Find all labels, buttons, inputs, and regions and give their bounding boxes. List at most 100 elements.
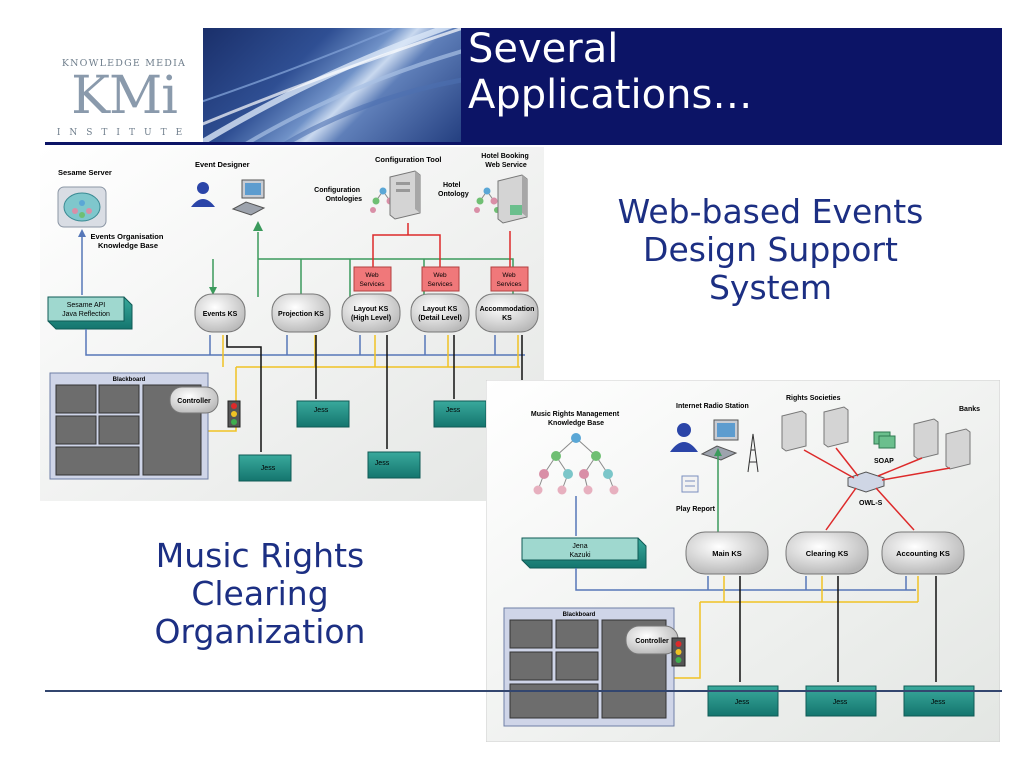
ks-main: Main KS — [685, 531, 769, 575]
blue-bus — [85, 329, 525, 356]
jess-box-3: Jess — [367, 451, 421, 479]
jess-box-2: Jess — [296, 400, 350, 428]
blue-bus — [575, 568, 916, 591]
svg-text:Jess: Jess — [931, 699, 946, 706]
server-icons — [781, 406, 971, 470]
traffic-light-icon — [227, 400, 241, 428]
configuration-server-icon — [389, 170, 421, 220]
title-line-1: Several — [468, 26, 619, 72]
sesame-database-icon — [57, 186, 107, 228]
green-arrowheads — [209, 221, 263, 295]
ks-layout-detail: Layout KS(Detail Level) — [410, 293, 470, 333]
hotel-ontology-label: Hotel Ontology — [438, 182, 469, 198]
events-controller: Controller — [169, 386, 219, 414]
header-decorative-image — [203, 28, 461, 142]
svg-text:Blackboard: Blackboard — [563, 612, 596, 618]
svg-text:Accounting KS: Accounting KS — [896, 549, 950, 558]
header-rule — [45, 142, 1002, 145]
svg-text:Jess: Jess — [446, 407, 461, 414]
events-design-diagram: Sesame Server Events Organisation Knowle… — [40, 147, 544, 501]
yellow-bus — [197, 335, 520, 432]
music-rights-diagram: Music Rights Management Knowledge Base I… — [486, 380, 1000, 742]
ks-clearing: Clearing KS — [785, 531, 869, 575]
play-report-label: Play Report — [676, 506, 716, 513]
hotel-booking-server-icon — [497, 174, 528, 224]
svg-text:Controller: Controller — [635, 638, 669, 645]
radio-tower-icon — [747, 433, 759, 473]
ks-projection: Projection KS — [271, 293, 331, 333]
owls-label: OWL-S — [859, 500, 883, 507]
music-blackboard: Blackboard — [503, 607, 675, 727]
router-icon — [847, 471, 885, 493]
music-kb-label: Music Rights Management Knowledge Base — [531, 411, 621, 427]
soap-label: SOAP — [874, 458, 894, 465]
title-banner — [461, 28, 1002, 142]
sesame-server-label: Sesame Server — [58, 168, 112, 177]
svg-text:Layout KS(Detail Level): Layout KS(Detail Level) — [418, 306, 462, 322]
svg-text:Jess: Jess — [261, 465, 276, 472]
event-designer-label: Event Designer — [195, 160, 250, 169]
svg-text:Projection KS: Projection KS — [278, 311, 324, 318]
svg-text:Main KS: Main KS — [712, 549, 742, 558]
logo-mark: KMi — [71, 66, 178, 126]
slide-header: KNOWLEDGE MEDIA KMi INSTITUTE Several Ap… — [0, 0, 1024, 145]
svg-text:Jess: Jess — [314, 407, 329, 414]
ks-layout-high: Layout KS(High Level) — [341, 293, 401, 333]
configuration-ontologies-label: Configuration Ontologies — [314, 187, 362, 203]
svg-text:Jess: Jess — [833, 699, 848, 706]
svg-text:Blackboard: Blackboard — [113, 377, 146, 383]
svg-text:Controller: Controller — [177, 398, 211, 405]
title-line-2: Applications… — [468, 72, 753, 118]
svg-text:Layout KS(High Level): Layout KS(High Level) — [351, 306, 391, 322]
page-title: Several Applications… — [468, 26, 988, 118]
ks-accounting: Accounting KS — [881, 531, 965, 575]
configuration-tool-label: Configuration Tool — [375, 155, 442, 164]
logo-bottom-text: INSTITUTE — [56, 128, 192, 138]
hotel-booking-label: Hotel Booking Web Service — [481, 153, 530, 169]
ks-events: Events KS — [194, 293, 246, 333]
radio-station-label: Internet Radio Station — [676, 403, 749, 410]
jess-box-1: Jess — [238, 454, 292, 482]
music-ontology-tree-icon — [533, 433, 619, 495]
music-controller: Controller — [625, 625, 679, 655]
svg-text:Events KS: Events KS — [203, 311, 238, 318]
user-icon — [670, 423, 698, 452]
jess-connectors — [739, 576, 937, 682]
traffic-light-icon — [671, 637, 686, 667]
play-report-icon — [681, 475, 699, 493]
kmi-logo: KNOWLEDGE MEDIA KMi INSTITUTE — [45, 28, 203, 142]
svg-text:Jess: Jess — [735, 699, 750, 706]
svg-text:Jess: Jess — [375, 460, 390, 467]
red-connectors — [803, 447, 951, 531]
computer-icon — [231, 179, 266, 216]
user-icon — [191, 182, 215, 207]
music-caption: Music Rights Clearing Organization — [120, 537, 400, 651]
music-caption-line: Organization — [154, 612, 366, 651]
jess-connectors — [226, 335, 523, 452]
events-caption-line: System — [708, 268, 833, 307]
yellow-bus — [671, 576, 919, 679]
soap-message-icon — [873, 431, 896, 449]
arrowhead — [78, 229, 86, 237]
music-caption-line: Clearing — [191, 574, 329, 613]
red-connectors — [372, 223, 511, 267]
music-caption-line: Music Rights — [155, 536, 365, 575]
jess-box-4: Jess — [433, 400, 487, 428]
logo-top-text: KNOWLEDGE MEDIA — [61, 58, 187, 69]
rights-societies-label: Rights Societies — [786, 395, 841, 402]
arrowhead — [714, 448, 722, 456]
events-caption-line: Web-based Events — [617, 192, 924, 231]
events-kb-label: Events Organisation Knowledge Base — [90, 232, 165, 250]
